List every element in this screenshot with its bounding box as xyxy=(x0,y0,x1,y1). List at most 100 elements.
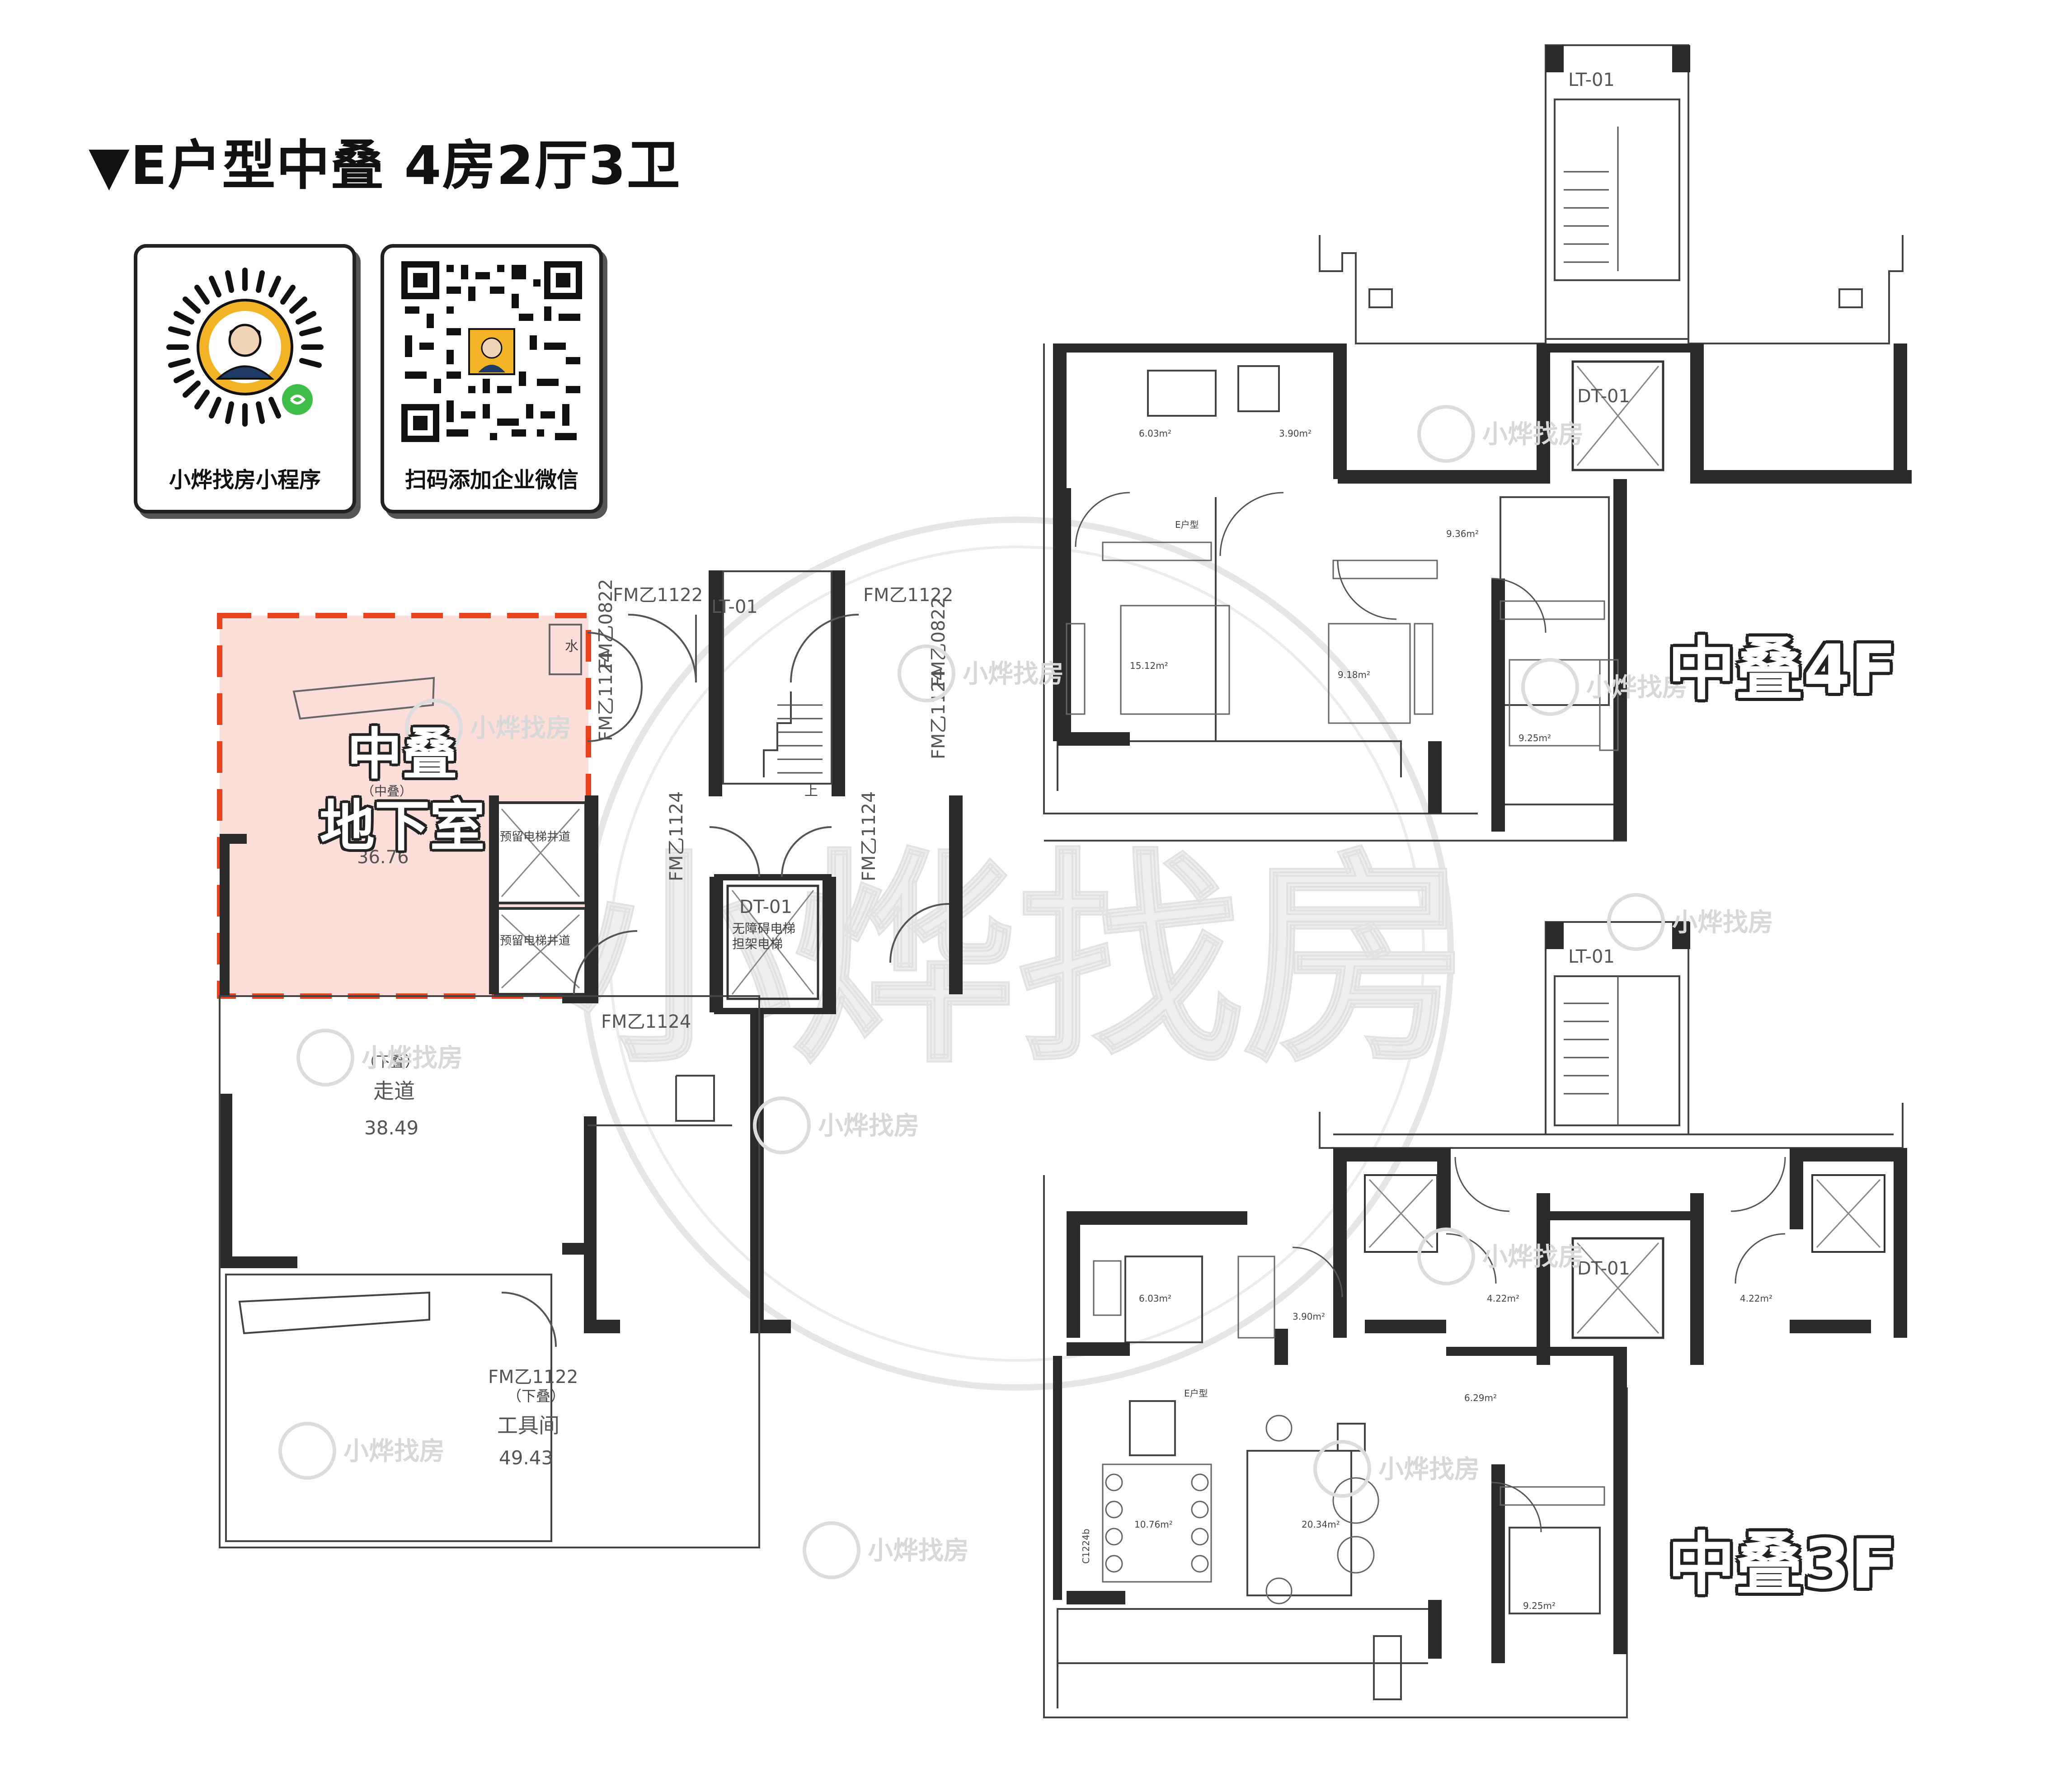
floor3-unit-tag: E户型 xyxy=(1184,1388,1208,1399)
small-watermarks: 小烨找房 小烨找房 小烨找房 小烨找房 小烨找房 小烨找房 小烨找房 小烨找房 … xyxy=(278,405,1773,1579)
svg-text:小烨找房: 小烨找房 xyxy=(1378,1455,1480,1484)
svg-text:小烨找房: 小烨找房 xyxy=(1586,673,1688,702)
watermark-4: 小烨找房 xyxy=(405,699,571,757)
floor3-window-tag: C1224b xyxy=(1081,1529,1091,1564)
qr-card-mini-program[interactable]: 小烨找房小程序 xyxy=(134,244,356,513)
svg-text:小烨找房: 小烨找房 xyxy=(818,1111,919,1141)
svg-text:小烨找房: 小烨找房 xyxy=(343,1437,445,1466)
basement-door-top-right: FM乙1122 xyxy=(863,585,953,606)
floor4-area-bed3: 9.25m² xyxy=(1518,733,1551,743)
basement-door-bottom: FM乙1122 xyxy=(488,1367,578,1388)
center-watermark-text: 小烨找房 xyxy=(565,830,1469,1093)
basement-door-vert-1: FM乙1124 xyxy=(596,651,616,741)
basement-room-area: 36.76 xyxy=(357,847,409,868)
basement-door-vert-4: FM乙0822 xyxy=(928,597,949,687)
basement-label-line1: 中叠 xyxy=(347,722,457,786)
watermark-6: 小烨找房 xyxy=(753,1096,919,1154)
floor4-outlines xyxy=(1043,44,1904,842)
basement-label-line2: 地下室 xyxy=(320,794,485,858)
floor4-furniture xyxy=(1066,541,1619,751)
basement-door-mid-left: FM乙1124 xyxy=(666,791,687,881)
basement-elevator xyxy=(726,884,819,1000)
qr-card-wechat-work[interactable]: 扫码添加企业微信 xyxy=(381,244,603,513)
corridor-area: 38.49 xyxy=(364,1117,418,1139)
floor4-walls xyxy=(1053,45,1912,841)
svg-text:小烨找房: 小烨找房 xyxy=(963,659,1064,689)
svg-text:小烨找房: 小烨找房 xyxy=(1672,908,1773,937)
floor3-stair xyxy=(1564,976,1619,1125)
svg-text:小烨找房: 小烨找房 xyxy=(362,1044,463,1073)
basement-elevator-desc-2: 担架电梯 xyxy=(732,936,783,951)
basement-label: 中叠 地下室 xyxy=(276,719,529,862)
watermark-10: 小烨找房 xyxy=(1313,1440,1480,1498)
floor-3f-label: 中叠3F xyxy=(1668,1525,1897,1604)
watermark-8: 小烨找房 xyxy=(1607,893,1773,951)
basement-door-vert-3: FM乙1124 xyxy=(928,669,949,759)
svg-text:小烨找房: 小烨找房 xyxy=(868,1536,969,1566)
floor3-area-living: 20.34m² xyxy=(1302,1519,1340,1530)
basement-outlines xyxy=(219,570,832,1548)
basement-stair-tag: LT-01 xyxy=(711,597,758,617)
basement-door-swings xyxy=(501,614,950,1347)
watermark-9: 小烨找房 xyxy=(278,1422,445,1480)
floor4-area-bath2: 3.90m² xyxy=(1279,428,1312,439)
basement-walls xyxy=(220,570,963,1333)
svg-text:小烨找房: 小烨找房 xyxy=(1482,1242,1584,1272)
floor3-furniture xyxy=(1093,1256,1605,1604)
floor-4f-label: 中叠4F xyxy=(1668,630,1897,709)
floor4-elevator-tag: DT-01 xyxy=(1577,386,1630,407)
basement-plan: FM乙1122 FM乙1122 FM乙1124 FM乙0822 FM乙1124 … xyxy=(217,570,963,1548)
basement-door-top-left: FM乙1122 xyxy=(613,585,703,606)
qr-label-wechat-work: 扫码添加企业微信 xyxy=(404,467,578,493)
svg-text:小烨找房: 小烨找房 xyxy=(1482,420,1584,449)
floor3-elevator-tag: DT-01 xyxy=(1577,1258,1630,1279)
watermark-3: 小烨找房 xyxy=(1521,658,1688,716)
svg-text:小烨找房: 小烨找房 xyxy=(470,714,571,743)
basement-shaft-1-label: 预留电梯井道 xyxy=(500,830,570,844)
watermark-11: 小烨找房 xyxy=(803,1521,969,1579)
corridor-name: 走道 xyxy=(373,1079,415,1103)
floor4-unit-tag: E户型 xyxy=(1175,519,1199,530)
basement-elevator-tag: DT-01 xyxy=(739,897,792,917)
watermark-2: 小烨找房 xyxy=(898,644,1064,702)
floor3-walls xyxy=(1053,922,1907,1663)
basement-water-mark: 水 xyxy=(565,639,578,654)
basement-door-mid-right: FM乙1124 xyxy=(859,791,879,881)
tool-room-name: 工具间 xyxy=(497,1413,559,1438)
basement-door-vert-2: FM乙0822 xyxy=(596,579,616,669)
floor4-stair xyxy=(1564,127,1619,271)
qr-label-mini-program: 小烨找房小程序 xyxy=(169,467,321,493)
floor3-area-kitchen: 6.03m² xyxy=(1139,1293,1171,1304)
mini-program-code-icon xyxy=(166,268,324,427)
page-title: ▼E户型中叠 4房2厅3卫 xyxy=(89,134,681,197)
basement-room-tag: （中叠） xyxy=(362,784,412,799)
floor3-plan: LT-01 DT-01 E户型 C1224b 6.03m² 3.90m² 4.2… xyxy=(1043,921,1907,1718)
floor3-area-bath: 3.90m² xyxy=(1293,1311,1325,1322)
tool-room-area: 49.43 xyxy=(499,1447,553,1469)
watermark-5: 小烨找房 xyxy=(296,1029,463,1086)
corridor-tag: （下叠） xyxy=(362,1053,419,1070)
floor4-area-bed2: 9.18m² xyxy=(1338,669,1370,680)
floor3-stair-tag: LT-01 xyxy=(1568,946,1615,967)
floor3-area-lobby-left: 4.22m² xyxy=(1487,1293,1519,1304)
floor4-area-bath1: 6.03m² xyxy=(1139,428,1171,439)
floor3-area-dining: 10.76m² xyxy=(1134,1519,1173,1530)
floor4-area-master: 15.12m² xyxy=(1130,660,1168,671)
basement-stair xyxy=(777,704,823,774)
basement-shaft-2-label: 预留电梯井道 xyxy=(500,934,570,948)
basement-up-mark: 上 xyxy=(804,783,818,799)
watermark-1: 小烨找房 xyxy=(1417,405,1584,463)
tool-room-tag: （下叠） xyxy=(507,1388,565,1405)
wechat-qr-code-icon xyxy=(401,261,582,442)
floor4-door-swings xyxy=(1075,492,1547,633)
mini-program-code-rays xyxy=(166,268,324,427)
watermark-7: 小烨找房 xyxy=(1417,1228,1584,1285)
floor4-plan: LT-01 DT-01 E户型 6.03m² 3.90m² 9.36m² 15.… xyxy=(1043,44,1912,842)
floor3-door-swings xyxy=(1292,1157,1786,1533)
basement-door-bottom-mid: FM乙1124 xyxy=(601,1011,691,1032)
floor4-area-hall: 9.36m² xyxy=(1446,528,1479,539)
qr-modules xyxy=(401,261,582,442)
floor3-area-lobby-right: 4.22m² xyxy=(1740,1293,1772,1304)
floor3-area-hall: 6.29m² xyxy=(1464,1392,1497,1403)
